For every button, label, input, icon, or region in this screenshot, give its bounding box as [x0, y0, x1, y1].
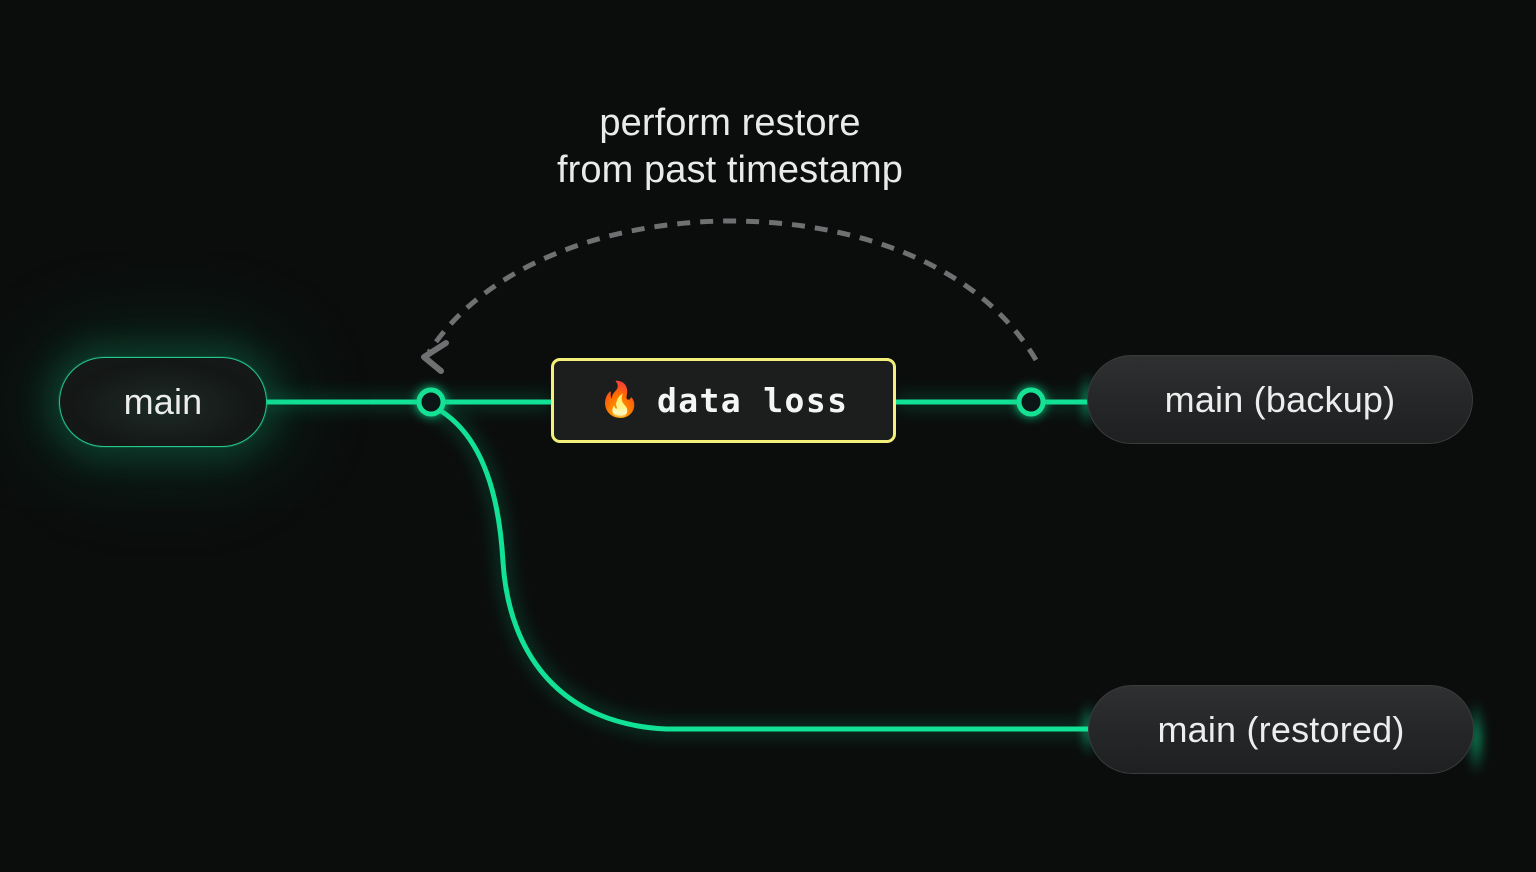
branch-pill-restored[interactable]: main (restored) [1088, 685, 1474, 774]
branch-label-backup: main (backup) [1164, 378, 1396, 420]
data-loss-event-box[interactable]: 🔥 data loss [551, 358, 896, 443]
wire-branch-to-restored [433, 405, 1093, 732]
restore-arc [426, 218, 1039, 362]
backup-node[interactable] [1016, 387, 1046, 417]
data-loss-label: data loss [656, 381, 849, 420]
branch-point-node[interactable] [416, 387, 446, 417]
wire-halo [266, 399, 1088, 732]
branch-pill-backup[interactable]: main (backup) [1087, 355, 1473, 444]
restore-arrowhead-icon [421, 340, 449, 374]
fire-emoji-icon: 🔥 [598, 380, 641, 419]
branch-pill-main[interactable]: main [59, 357, 267, 447]
branch-label-restored: main (restored) [1157, 708, 1405, 750]
branch-label-main: main [123, 381, 203, 422]
